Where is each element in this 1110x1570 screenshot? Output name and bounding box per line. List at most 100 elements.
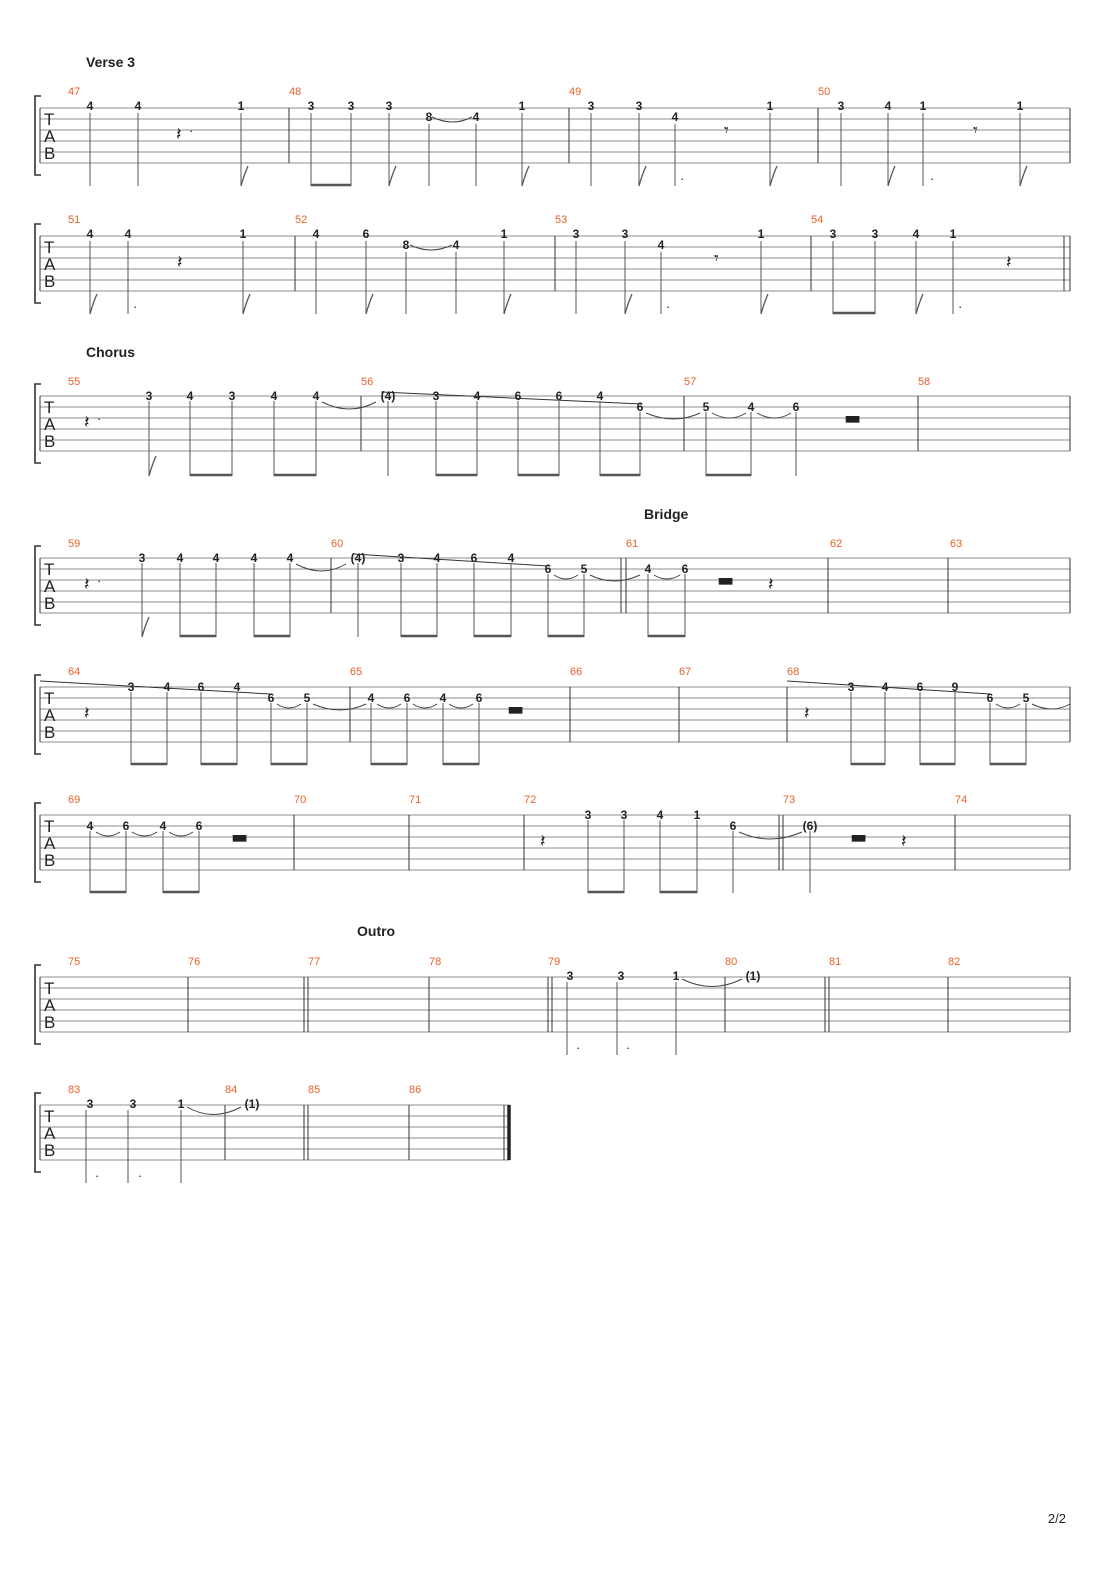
quarter-rest: 𝄽 [768,574,774,595]
fret-number: 4 [645,562,652,576]
measure-number: 67 [679,666,691,678]
fret-number: 6 [917,680,924,694]
fret-number: 6 [198,680,205,694]
measure-number: 86 [409,1084,421,1096]
measure-number: 65 [350,666,362,678]
measure-number: 80 [725,956,737,968]
measure-number: 76 [188,956,200,968]
ties [276,703,1071,711]
fret-number: 4 [748,400,755,414]
fret-number: 4 [87,99,94,113]
tab-clef-a: A [44,834,56,853]
half-rest: ▬ [507,699,524,720]
augmentation-dot: · [958,299,962,314]
augmentation-dot: · [97,411,101,426]
tab-staff-lines [40,686,1070,743]
fret-number: 1 [178,1097,185,1111]
fret-number: 8 [426,110,433,124]
fret-number: 3 [146,389,153,403]
measure-number: 54 [811,214,823,226]
fret-number: 4 [885,99,892,113]
fret-number: 4 [177,551,184,565]
fret-number: 3 [433,389,440,403]
fret-number: 4 [597,389,604,403]
measure-number: 52 [295,214,307,226]
half-rest: ▬ [850,827,867,848]
fret-numbers: 3 4 3 4 4 (4) 3 4 6 6 4 6 5 4 6 [146,389,800,414]
fret-number: 1 [1017,99,1024,113]
note-flags [141,616,150,638]
fret-number: 4 [672,110,679,124]
barlines [39,108,1071,163]
fret-number: 3 [830,227,837,241]
measure-number: 59 [68,538,80,550]
ties [321,401,792,420]
measure-number: 82 [948,956,960,968]
ties [95,831,803,840]
section-label: Outro [357,923,395,939]
augmentation-dot: · [95,1168,99,1183]
system-bracket [34,674,41,755]
fret-number: 1 [950,227,957,241]
fret-number: 4 [453,238,460,252]
augmentation-dot: · [133,299,137,314]
fret-number: 6 [556,389,563,403]
system-bracket [34,964,41,1045]
system-2: T A B 51 52 53 54 [34,214,1071,315]
tab-clef-a: A [44,996,56,1015]
fret-number: 3 [308,99,315,113]
section-label: Chorus [86,344,135,360]
system-6: T A B 69 70 71 72 73 74 [34,794,1071,894]
fret-number: 3 [621,808,628,822]
note-flags [240,165,1028,187]
tab-staff-lines [40,1104,510,1161]
fret-number: 5 [581,562,588,576]
fret-number: 6 [196,819,203,833]
quarter-rest: 𝄽 [1006,252,1012,273]
page-number: 2/2 [1048,1511,1066,1526]
fret-number: 4 [125,227,132,241]
fret-number: 3 [139,551,146,565]
fret-number: 6 [363,227,370,241]
fret-number: 4 [164,680,171,694]
measure-number: 57 [684,376,696,388]
fret-number: 4 [434,551,441,565]
measure-number: 49 [569,86,581,98]
measure-number: 69 [68,794,80,806]
eighth-rest: 𝄾 [724,120,729,141]
measure-number: 77 [308,956,320,968]
measure-number: 74 [955,794,967,806]
system-8: T A B 83 84 85 86 3 3 1 (1) · · [34,1084,511,1183]
fret-number: 6 [476,691,483,705]
fret-number: 3 [848,680,855,694]
measure-number: 47 [68,86,80,98]
fret-number: 4 [187,389,194,403]
tab-clef-a: A [44,1124,56,1143]
measure-number: 51 [68,214,80,226]
fret-number: 4 [135,99,142,113]
half-rest: ▬ [231,827,248,848]
measure-number: 68 [787,666,799,678]
tab-clef-t: T [44,398,54,417]
fret-number: 3 [386,99,393,113]
tab-clef-b: B [44,1141,55,1160]
tab-staff-lines [40,395,1070,452]
note-stems [89,241,954,314]
fret-number: 6 [793,400,800,414]
measure-number: 55 [68,376,80,388]
tie [681,978,743,987]
barlines [39,687,1071,742]
tab-staff-lines [40,107,1070,164]
measure-number: 66 [570,666,582,678]
fret-number: 1 [920,99,927,113]
slide-line [39,680,271,695]
fret-number: 1 [673,969,680,983]
fret-number: 3 [618,969,625,983]
fret-number: 3 [585,808,592,822]
fret-number: 9 [952,680,959,694]
tab-clef-t: T [44,560,54,579]
augmentation-dot: · [97,573,101,588]
tab-clef-a: A [44,706,56,725]
measure-number: 48 [289,86,301,98]
